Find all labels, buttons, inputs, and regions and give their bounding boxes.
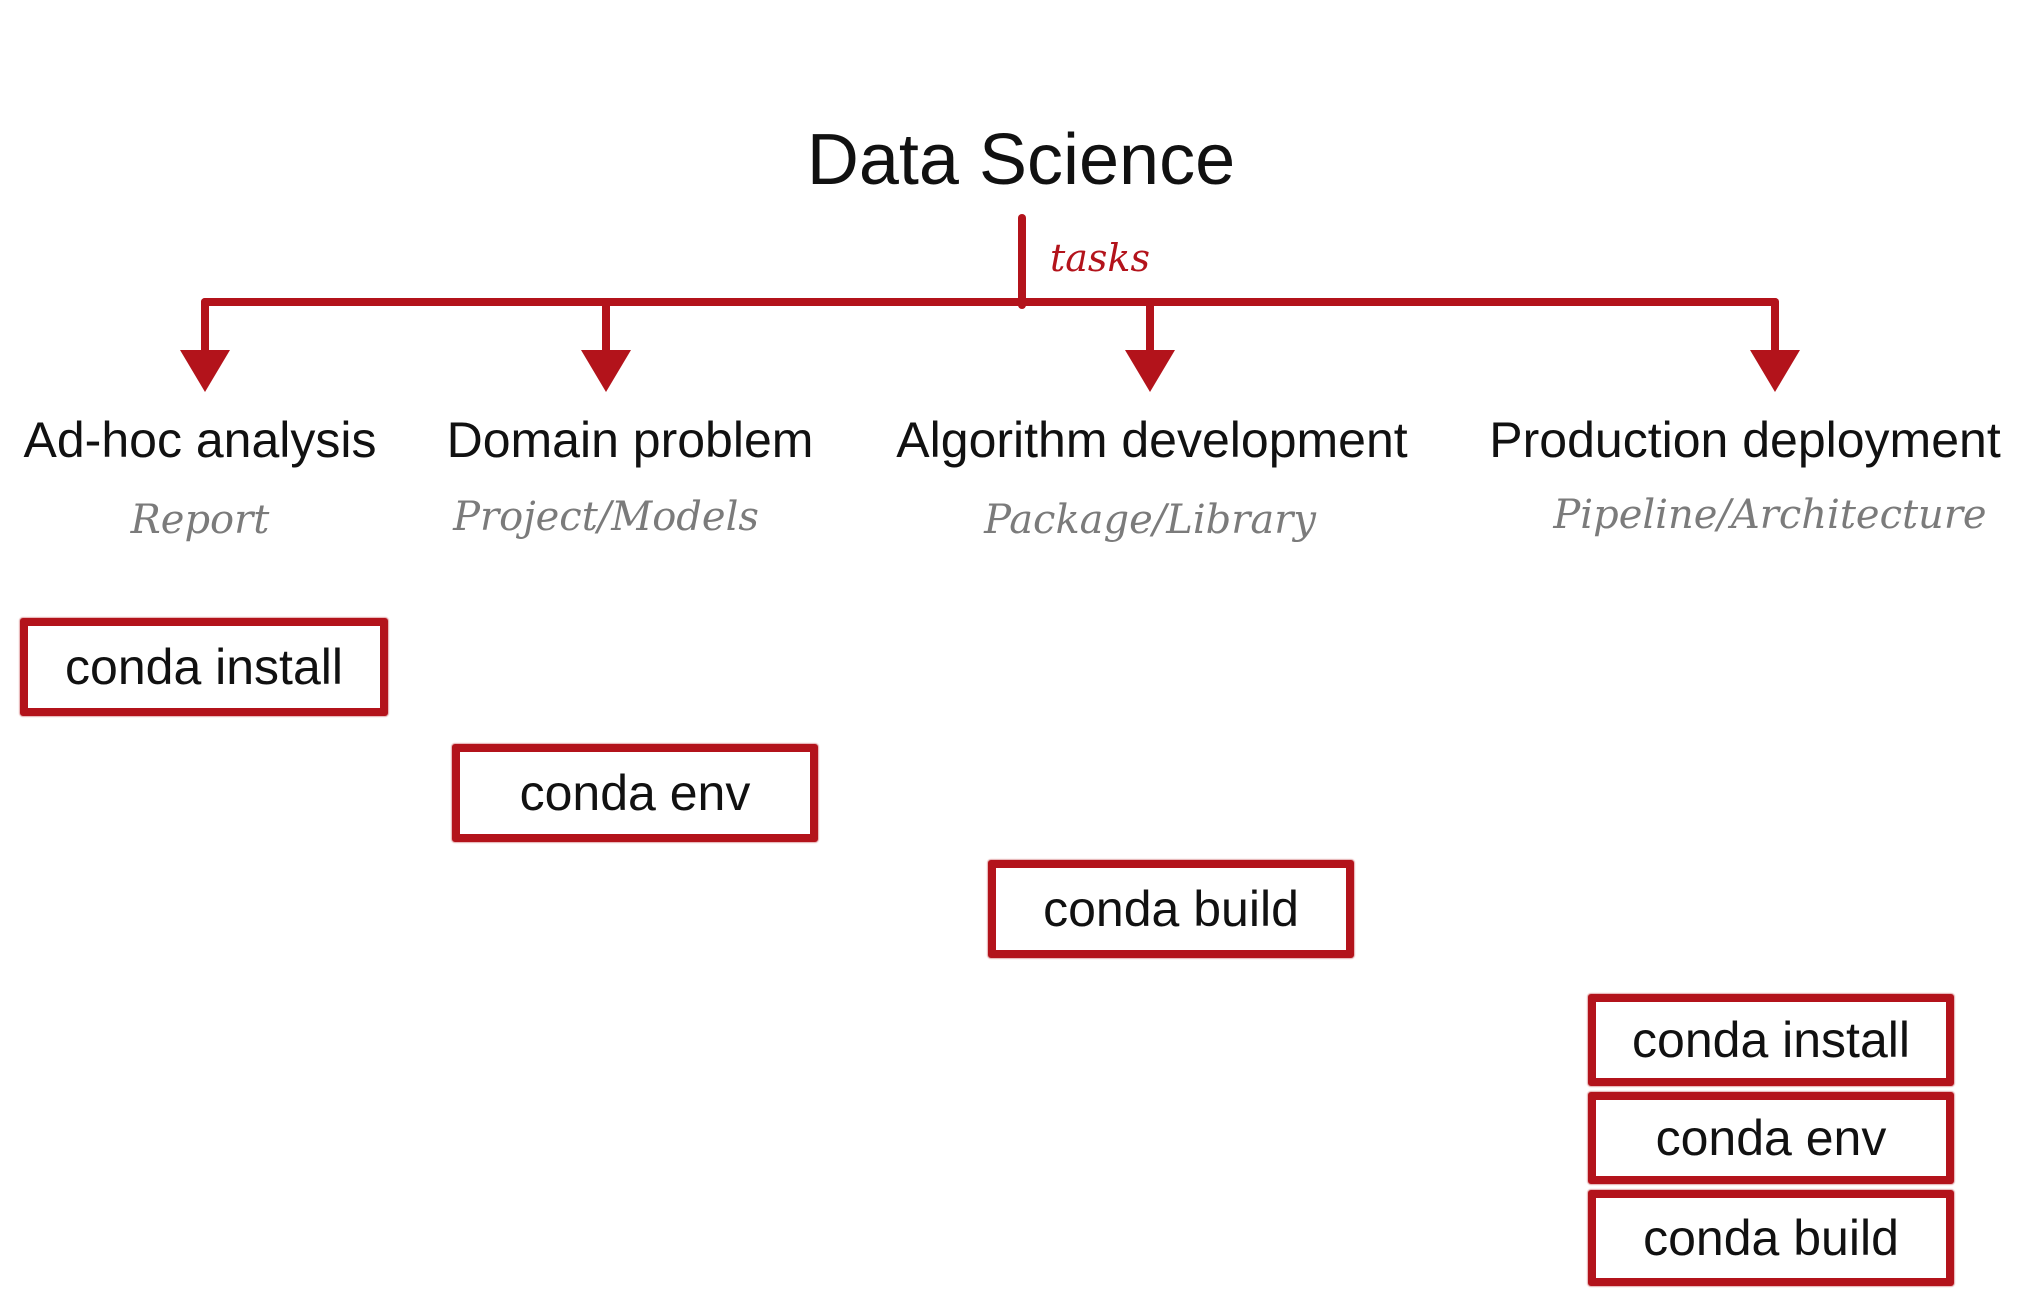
command-label: conda build xyxy=(1643,1210,1899,1266)
command-box-conda-install: conda install xyxy=(20,618,388,716)
command-box-conda-env: conda env xyxy=(452,744,818,842)
arrow-down-icon xyxy=(1125,350,1175,392)
task-title-adhoc: Ad-hoc analysis xyxy=(23,412,377,468)
edge-label-tasks: tasks xyxy=(1050,236,1150,280)
task-title-domain: Domain problem xyxy=(446,412,814,468)
tree-connectors xyxy=(180,214,1800,392)
task-subtitle-domain: Project/Models xyxy=(453,494,759,540)
diagram-title: Data Science xyxy=(806,120,1236,200)
arrow-down-icon xyxy=(180,350,230,392)
task-subtitle-adhoc: Report xyxy=(130,497,270,543)
command-box-production-conda-build: conda build xyxy=(1588,1190,1954,1286)
command-box-production-conda-env: conda env xyxy=(1588,1092,1954,1184)
command-label: conda build xyxy=(1043,881,1299,937)
command-box-production-conda-install: conda install xyxy=(1588,994,1954,1086)
arrow-down-icon xyxy=(581,350,631,392)
command-label: conda env xyxy=(519,765,751,821)
command-label: conda env xyxy=(1655,1110,1887,1166)
command-box-conda-build: conda build xyxy=(988,860,1354,958)
command-label: conda install xyxy=(1632,1012,1910,1068)
task-title-algorithm: Algorithm development xyxy=(896,412,1408,468)
task-subtitle-algorithm: Package/Library xyxy=(984,497,1316,543)
task-subtitle-production: Pipeline/Architecture xyxy=(1553,492,1987,538)
task-title-production: Production deployment xyxy=(1489,412,2001,468)
command-label: conda install xyxy=(65,639,343,695)
arrow-down-icon xyxy=(1750,350,1800,392)
